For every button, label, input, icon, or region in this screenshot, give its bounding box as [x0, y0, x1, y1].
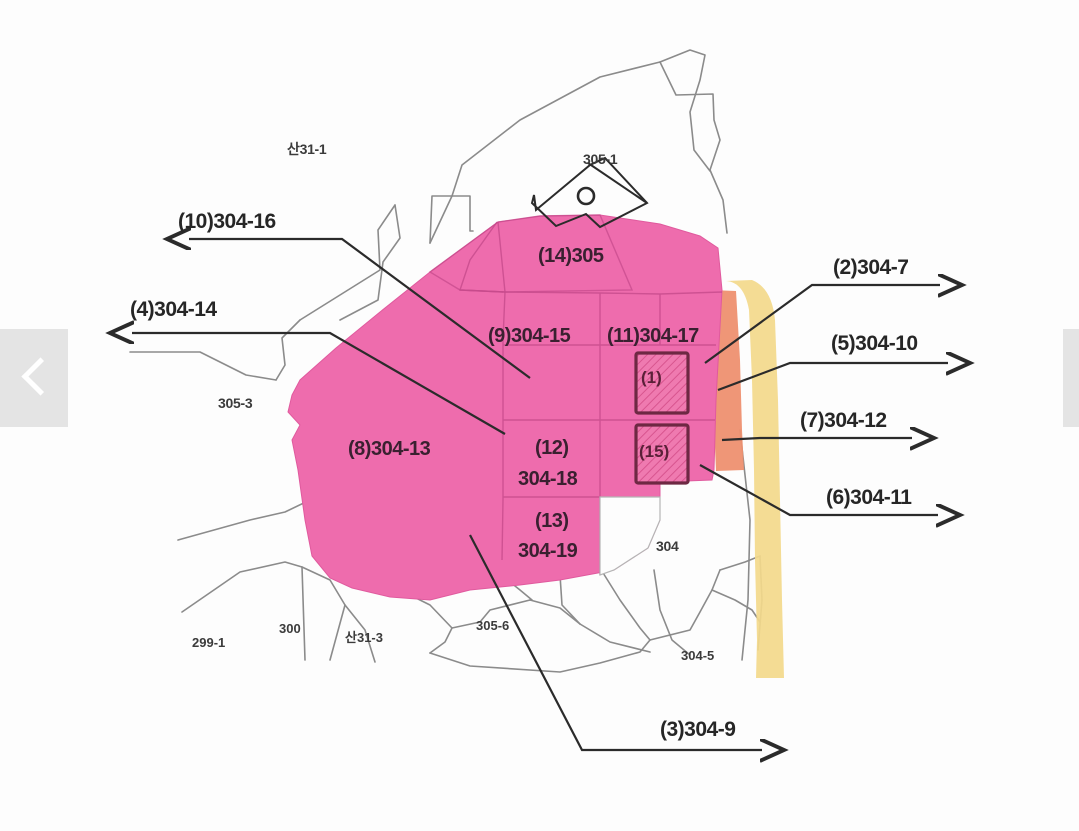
chevron-left-icon [21, 356, 47, 400]
parcel-label-13: (13) [535, 510, 569, 532]
parcel-label-9-304-15: (9)304-15 [488, 325, 571, 347]
callout-label-304-16: (10)304-16 [178, 210, 276, 233]
parcel-label-14-305: (14)305 [538, 245, 604, 267]
parcel-label-8-304-13: (8)304-13 [348, 438, 431, 460]
callout-label-304-9: (3)304-9 [660, 718, 736, 741]
reference-label-305-1: 305-1 [583, 151, 618, 167]
callout-label-304-12: (7)304-12 [800, 409, 887, 432]
white-inset-304 [599, 496, 661, 576]
callout-label-304-7: (2)304-7 [833, 256, 909, 279]
callout-label-304-11: (6)304-11 [826, 486, 912, 509]
callout-label-304-10: (5)304-10 [831, 332, 918, 355]
survey-rect-305-1 [530, 156, 649, 229]
reference-label-305-6: 305-6 [476, 618, 510, 633]
parcel-label-304-19: 304-19 [518, 540, 578, 562]
next-image-button[interactable] [1063, 329, 1079, 427]
reference-label-san31-1: 산31-1 [287, 141, 327, 157]
building-label-1: (1) [641, 368, 662, 387]
road-strip-yellow [726, 280, 784, 678]
reference-label-304: 304 [656, 538, 679, 554]
parcel-label-304-18: 304-18 [518, 468, 578, 490]
building-boxes [634, 351, 690, 485]
parcel-label-12: (12) [535, 437, 569, 459]
reference-label-304-5: 304-5 [681, 648, 715, 663]
reference-label-300: 300 [279, 621, 301, 636]
building-label-15: (15) [639, 442, 670, 461]
reference-label-305-3: 305-3 [218, 395, 253, 411]
survey-point-marker [576, 186, 596, 206]
reference-label-san31-3: 산31-3 [345, 630, 383, 645]
previous-image-button[interactable] [0, 329, 68, 427]
reference-label-299-1: 299-1 [192, 635, 226, 650]
parcel-label-11-304-17: (11)304-17 [607, 325, 699, 347]
callout-label-304-14: (4)304-14 [130, 298, 217, 321]
